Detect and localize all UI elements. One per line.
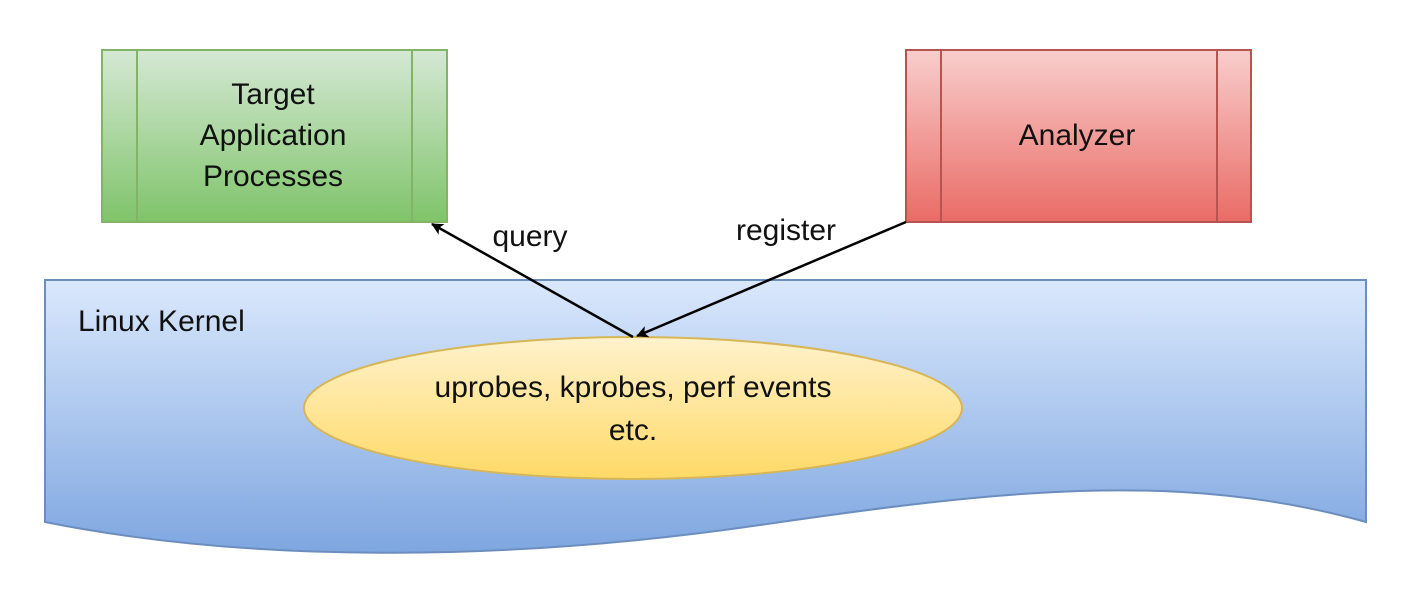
target-label-line-3: Processes bbox=[203, 160, 343, 193]
analyzer-label: Analyzer bbox=[1019, 119, 1136, 152]
probes-ellipse-shape bbox=[303, 336, 963, 480]
target-label-line-1: Target bbox=[231, 78, 315, 111]
target-box-body bbox=[101, 49, 448, 223]
register-label: register bbox=[736, 214, 836, 247]
target-label-line-2: Application bbox=[200, 119, 347, 152]
query-arrow bbox=[431, 222, 634, 339]
query-edge: query bbox=[431, 220, 634, 339]
query-label: query bbox=[492, 220, 567, 253]
kernel-label: Linux Kernel bbox=[78, 305, 245, 338]
analyzer-box: Analyzer bbox=[905, 49, 1252, 223]
analyzer-box-body bbox=[905, 49, 1252, 223]
register-edge: register bbox=[636, 214, 907, 338]
probes-label-line-1: uprobes, kprobes, perf events bbox=[435, 371, 832, 404]
probes-label-line-2: etc. bbox=[609, 414, 657, 447]
probes-ellipse: uprobes, kprobes, perf events etc. bbox=[303, 336, 963, 480]
register-arrow bbox=[636, 220, 907, 338]
target-application-box: Target Application Processes bbox=[101, 49, 448, 223]
